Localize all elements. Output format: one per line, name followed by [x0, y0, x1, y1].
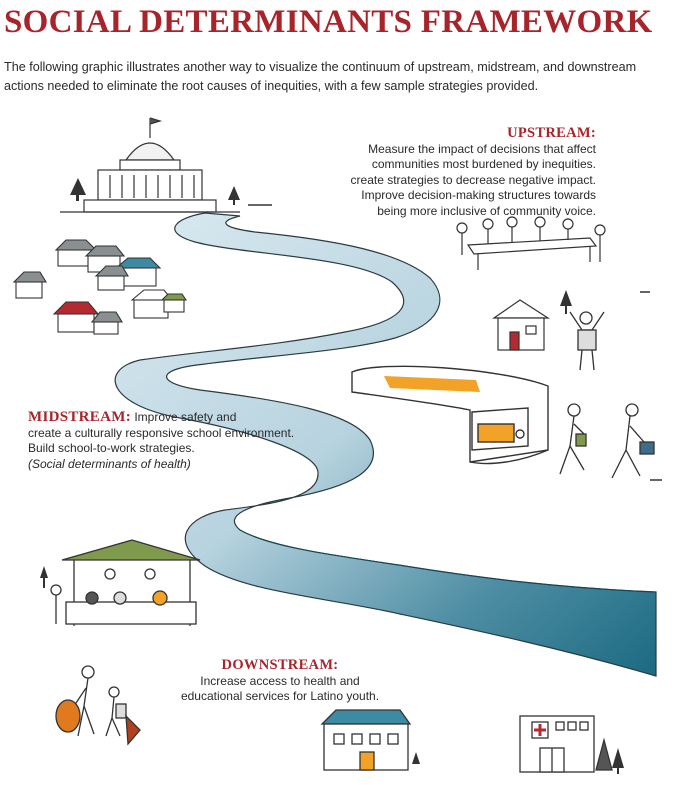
market-stall-icon	[50, 539, 201, 626]
tree-icon	[70, 178, 240, 205]
upstream-block: UPSTREAM: Measure the impact of decision…	[336, 125, 596, 219]
capitol-building-icon	[60, 117, 240, 213]
upstream-line: communities most burdened by inequities.	[371, 157, 596, 171]
house-icon	[12, 271, 47, 299]
upstream-line: create strategies to decrease negative i…	[350, 172, 596, 187]
tree-icon	[40, 566, 48, 588]
house-icon	[94, 265, 129, 291]
intro-text: The following graphic illustrates anothe…	[4, 60, 637, 93]
downstream-line: educational services for Latino youth.	[180, 689, 380, 703]
upstream-line: being more inclusive of community voice.	[377, 203, 596, 218]
house-icon	[160, 293, 188, 313]
midstream-line: create a culturally responsive school en…	[28, 425, 295, 440]
upstream-line: Measure the impact of decisions that aff…	[368, 141, 596, 156]
river	[114, 212, 657, 677]
midstream-line: Build school-to-work strategies.	[28, 441, 195, 455]
school-building-icon	[320, 709, 412, 771]
houses-cluster	[12, 239, 188, 335]
midstream-heading: MIDSTREAM:	[28, 409, 131, 425]
downstream-heading: DOWNSTREAM:	[221, 657, 339, 673]
house-icon	[90, 311, 123, 335]
upstream-heading: UPSTREAM:	[507, 125, 596, 141]
downstream-line: Increase access to health and	[200, 673, 360, 688]
meeting-table-icon	[456, 216, 606, 270]
house-icon	[52, 301, 100, 333]
family-icon	[55, 665, 141, 746]
walking-person-icon	[559, 403, 587, 475]
house-icon	[114, 257, 162, 287]
house-icon	[130, 289, 174, 319]
midstream-block: MIDSTREAM: Improve safety and create a c…	[28, 409, 328, 472]
clinic-icon	[519, 715, 613, 773]
school-bus-icon	[351, 365, 549, 465]
upstream-line: Improve decision-making structures towar…	[361, 188, 596, 202]
tree-icon	[412, 752, 420, 764]
midstream-line: Improve safety and	[131, 410, 237, 424]
page-title: SOCIAL DETERMINANTS FRAMEWORK	[4, 4, 653, 40]
walking-person-icon	[569, 311, 605, 371]
walking-person-icon	[611, 403, 655, 479]
tree-icon	[560, 290, 572, 314]
midstream-note: (Social determinants of health)	[28, 456, 191, 471]
tree-icon	[612, 748, 624, 774]
downstream-block: DOWNSTREAM: Increase access to health an…	[160, 657, 400, 705]
house-icon	[492, 299, 551, 351]
